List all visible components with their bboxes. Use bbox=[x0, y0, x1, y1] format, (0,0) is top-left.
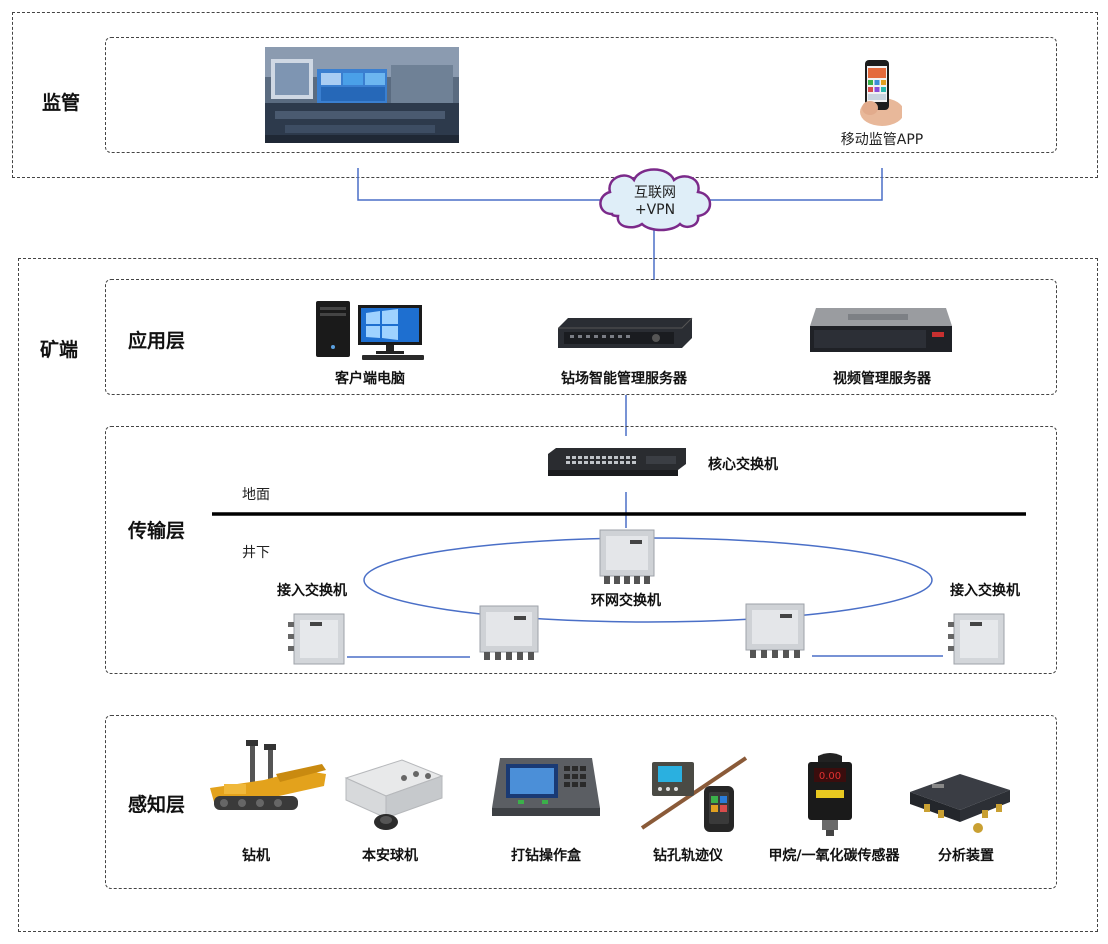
dome-camera-icon bbox=[344, 759, 444, 830]
perception-item-2: 打钻操作盒 bbox=[511, 848, 581, 864]
ring-switch-top-icon bbox=[599, 529, 655, 584]
ground-label: 地面 bbox=[242, 487, 270, 503]
link-mobile-cloud bbox=[706, 168, 883, 201]
access-switch-right-icon bbox=[948, 613, 1005, 665]
mine-label: 矿端 bbox=[40, 339, 79, 361]
supervision-label: 监管 bbox=[42, 92, 81, 114]
gas-sensor-icon: 0.00 bbox=[808, 753, 852, 836]
cloud-line1: 互联网 bbox=[634, 185, 676, 201]
transport-layer-label: 传输层 bbox=[128, 520, 186, 542]
mine-zone bbox=[18, 258, 1098, 932]
underground-label: 井下 bbox=[242, 545, 270, 561]
drill-server-label: 钻场智能管理服务器 bbox=[561, 371, 687, 387]
perception-layer-label: 感知层 bbox=[128, 794, 186, 816]
access-switch-right-label: 接入交换机 bbox=[950, 583, 1020, 599]
access-switch-left-label: 接入交换机 bbox=[277, 583, 347, 599]
analyzer-icon bbox=[910, 774, 1010, 833]
mobile-app-label: 移动监管APP bbox=[840, 132, 924, 148]
link-monitor-cloud bbox=[357, 168, 606, 201]
operation-box-icon bbox=[492, 758, 600, 816]
ring-switch-left-icon bbox=[479, 605, 539, 660]
access-switch-left-icon bbox=[288, 613, 345, 665]
core-switch-label: 核心交换机 bbox=[708, 457, 778, 473]
video-server-icon bbox=[810, 308, 952, 352]
cloud-line2: +VPN bbox=[635, 202, 675, 218]
mobile-phone-icon bbox=[860, 60, 902, 126]
perception-item-1: 本安球机 bbox=[362, 848, 418, 864]
ring-switch-right-icon bbox=[745, 603, 805, 658]
supervision-zone bbox=[12, 12, 1098, 178]
perception-item-0: 钻机 bbox=[242, 848, 270, 864]
cloud-icon bbox=[599, 168, 712, 232]
application-layer-box bbox=[105, 279, 1057, 395]
client-pc-label: 客户端电脑 bbox=[335, 371, 405, 387]
client-pc-icon bbox=[316, 301, 424, 360]
monitoring-center-image bbox=[265, 47, 459, 143]
core-switch-icon bbox=[548, 448, 686, 476]
perception-layer-box bbox=[105, 715, 1057, 889]
application-layer-label: 应用层 bbox=[128, 330, 186, 352]
perception-item-4: 甲烷/一氧化碳传感器 bbox=[768, 848, 900, 864]
supervision-inner-box bbox=[105, 37, 1057, 153]
perception-item-3: 钻孔轨迹仪 bbox=[653, 848, 723, 864]
transport-layer-box bbox=[105, 426, 1057, 674]
drill-rig-icon bbox=[210, 740, 326, 810]
perception-item-5: 分析装置 bbox=[938, 848, 994, 864]
ring-switch-label: 环网交换机 bbox=[591, 593, 661, 609]
drill-server-icon bbox=[558, 317, 693, 348]
svg-text:0.00: 0.00 bbox=[819, 771, 841, 782]
video-server-label: 视频管理服务器 bbox=[833, 371, 931, 387]
trajectory-instrument-icon bbox=[640, 756, 748, 832]
